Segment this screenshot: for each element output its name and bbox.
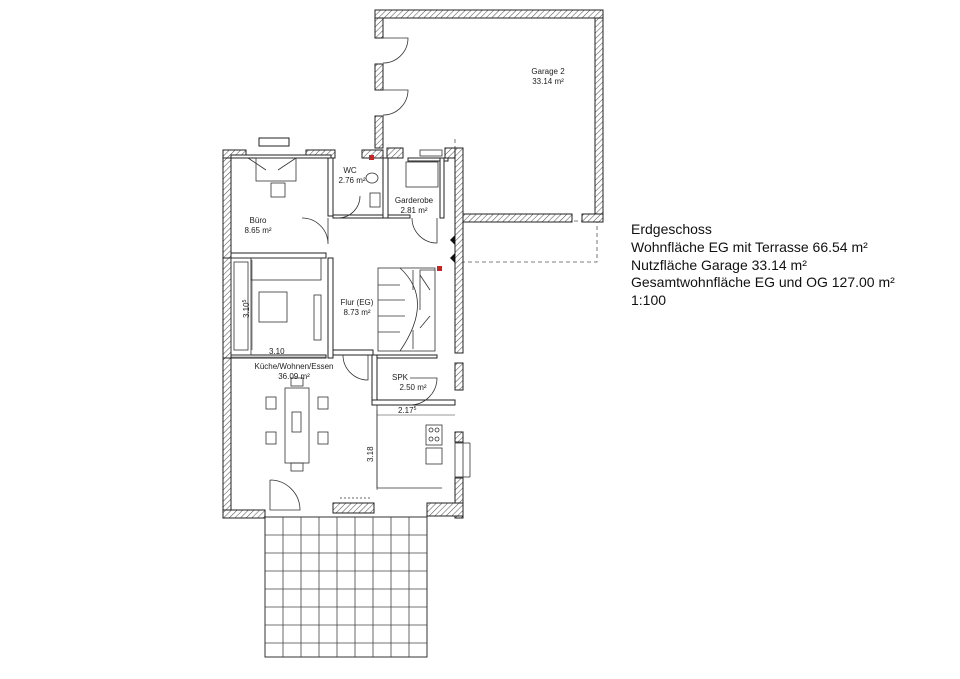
info-living-area: Wohnfläche EG mit Terrasse 66.54 m² <box>631 238 868 255</box>
interior-walls <box>230 154 456 406</box>
dim-kitchen-depth: 3.18 <box>366 446 375 462</box>
info-total-area: Gesamtwohnfläche EG und OG 127.00 m² <box>631 274 895 291</box>
entrance-arrows <box>450 235 455 263</box>
windows <box>419 149 471 478</box>
dim-spk-width-sup: 5 <box>414 406 417 412</box>
room-name-garage2: Garage 2 <box>531 67 565 76</box>
info-scale: 1:100 <box>631 292 667 309</box>
room-name-garderobe: Garderobe <box>395 196 434 205</box>
room-area-flur: 8.73 m² <box>343 308 370 317</box>
staircase <box>377 267 436 352</box>
dim-living-depth-value: 3.10 <box>242 302 251 318</box>
plan-info: Erdgeschoss Wohnfläche EG mit Terrasse 6… <box>631 221 895 310</box>
room-name-kueche: Küche/Wohnen/Essen <box>254 362 333 371</box>
room-name-spk: SPK <box>392 373 409 382</box>
room-name-wc: WC <box>343 166 357 175</box>
room-name-flur: Flur (EG) <box>341 298 374 307</box>
office-furniture <box>247 157 297 198</box>
dim-living-depth-sup: 5 <box>242 299 248 302</box>
dining-table <box>265 377 329 472</box>
red-markers <box>369 155 442 271</box>
dim-kitchen-depth-value: 3.18 <box>366 446 375 462</box>
dim-living-width: 3.10 <box>269 347 285 356</box>
svg-text:3.105: 3.105 <box>242 299 251 318</box>
dim-living-depth: 3.105 <box>242 299 251 318</box>
terrace <box>264 516 428 658</box>
room-area-garderobe: 2.81 m² <box>400 206 427 215</box>
carport-outline <box>454 139 598 263</box>
room-area-spk: 2.50 m² <box>399 383 426 392</box>
room-area-wc: 2.76 m² <box>338 176 365 185</box>
wc-fixtures <box>365 161 439 208</box>
room-name-buero: Büro <box>250 216 267 225</box>
room-area-buero: 8.65 m² <box>244 226 271 235</box>
dim-spk-width: 2.175 <box>398 406 417 415</box>
exterior-walls <box>222 9 604 519</box>
info-garage-area: Nutzfläche Garage 33.14 m² <box>631 256 807 273</box>
info-floor-name: Erdgeschoss <box>631 221 712 237</box>
doors <box>269 37 438 511</box>
room-area-kueche: 36.09 m² <box>278 372 310 381</box>
kitchen-counter <box>376 405 443 489</box>
room-area-garage2: 33.14 m² <box>532 77 564 86</box>
dimension-lines <box>231 260 455 490</box>
dim-spk-width-value: 2.17 <box>398 406 414 415</box>
living-furniture <box>230 257 322 356</box>
